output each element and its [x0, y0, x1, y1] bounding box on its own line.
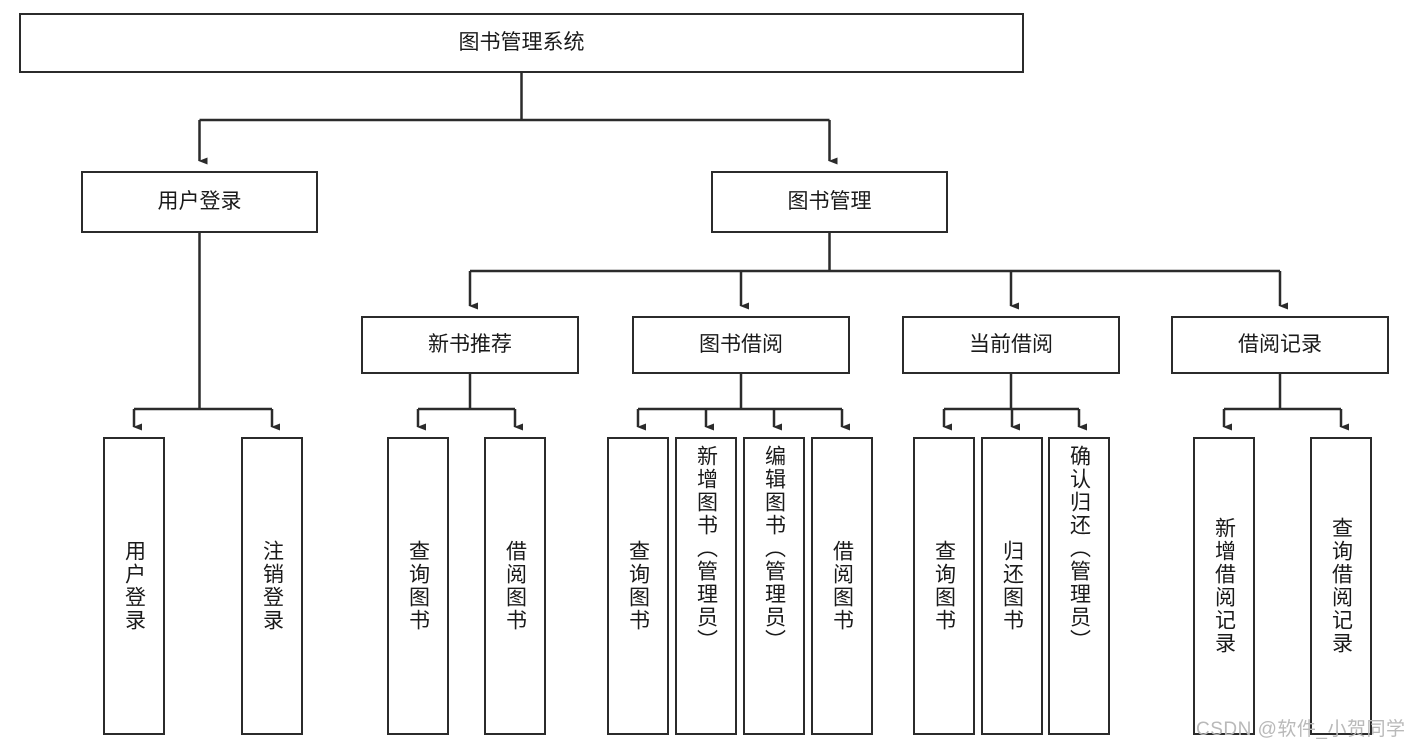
node-label: 用户登录 — [157, 189, 242, 213]
node-label: 用户登录 — [122, 540, 146, 632]
node-label: 新书推荐 — [428, 332, 512, 356]
node-label: 当前借阅 — [969, 332, 1053, 356]
node-label: 注销登录 — [260, 540, 284, 632]
node-leaf-query-book-2[interactable]: 查询图书 — [607, 437, 669, 735]
node-label: 查询图书 — [406, 540, 430, 632]
node-leaf-query-record[interactable]: 查询借阅记录 — [1310, 437, 1372, 735]
node-leaf-add-record[interactable]: 新增借阅记录 — [1193, 437, 1255, 735]
node-leaf-logout[interactable]: 注销登录 — [241, 437, 303, 735]
node-leaf-borrow-book-2[interactable]: 借阅图书 — [811, 437, 873, 735]
node-label: 查询图书 — [932, 540, 956, 632]
node-label: 归还图书 — [1000, 540, 1024, 632]
node-label: 借阅图书 — [503, 540, 527, 632]
node-book-manage[interactable]: 图书管理 — [711, 171, 948, 233]
node-label: 借阅记录 — [1238, 332, 1322, 356]
csdn-watermark: CSDN @软件_小贺同学 — [1196, 719, 1405, 740]
node-leaf-return-book[interactable]: 归还图书 — [981, 437, 1043, 735]
node-label: 新增借阅记录 — [1212, 517, 1236, 655]
node-leaf-add-book[interactable]: 新增图书（管理员） — [675, 437, 737, 735]
node-book-borrow[interactable]: 图书借阅 — [632, 316, 850, 374]
node-label: 查询借阅记录 — [1329, 517, 1353, 655]
node-current-borrow[interactable]: 当前借阅 — [902, 316, 1120, 374]
node-leaf-query-book-3[interactable]: 查询图书 — [913, 437, 975, 735]
node-leaf-borrow-book-1[interactable]: 借阅图书 — [484, 437, 546, 735]
node-new-book-rec[interactable]: 新书推荐 — [361, 316, 579, 374]
node-label: 查询图书 — [626, 540, 650, 632]
node-label: 图书管理系统 — [458, 30, 585, 54]
node-root[interactable]: 图书管理系统 — [19, 13, 1024, 73]
node-leaf-query-book-1[interactable]: 查询图书 — [387, 437, 449, 735]
node-label: 新增图书（管理员） — [694, 445, 718, 652]
node-leaf-confirm-return[interactable]: 确认归还（管理员） — [1048, 437, 1110, 735]
node-label: 编辑图书（管理员） — [762, 445, 786, 652]
node-user-login[interactable]: 用户登录 — [81, 171, 318, 233]
node-label: 图书借阅 — [699, 332, 783, 356]
node-leaf-edit-book[interactable]: 编辑图书（管理员） — [743, 437, 805, 735]
node-label: 借阅图书 — [830, 540, 854, 632]
node-label: 确认归还（管理员） — [1067, 445, 1091, 652]
node-borrow-record[interactable]: 借阅记录 — [1171, 316, 1389, 374]
node-label: 图书管理 — [787, 189, 872, 213]
node-leaf-user-login[interactable]: 用户登录 — [103, 437, 165, 735]
